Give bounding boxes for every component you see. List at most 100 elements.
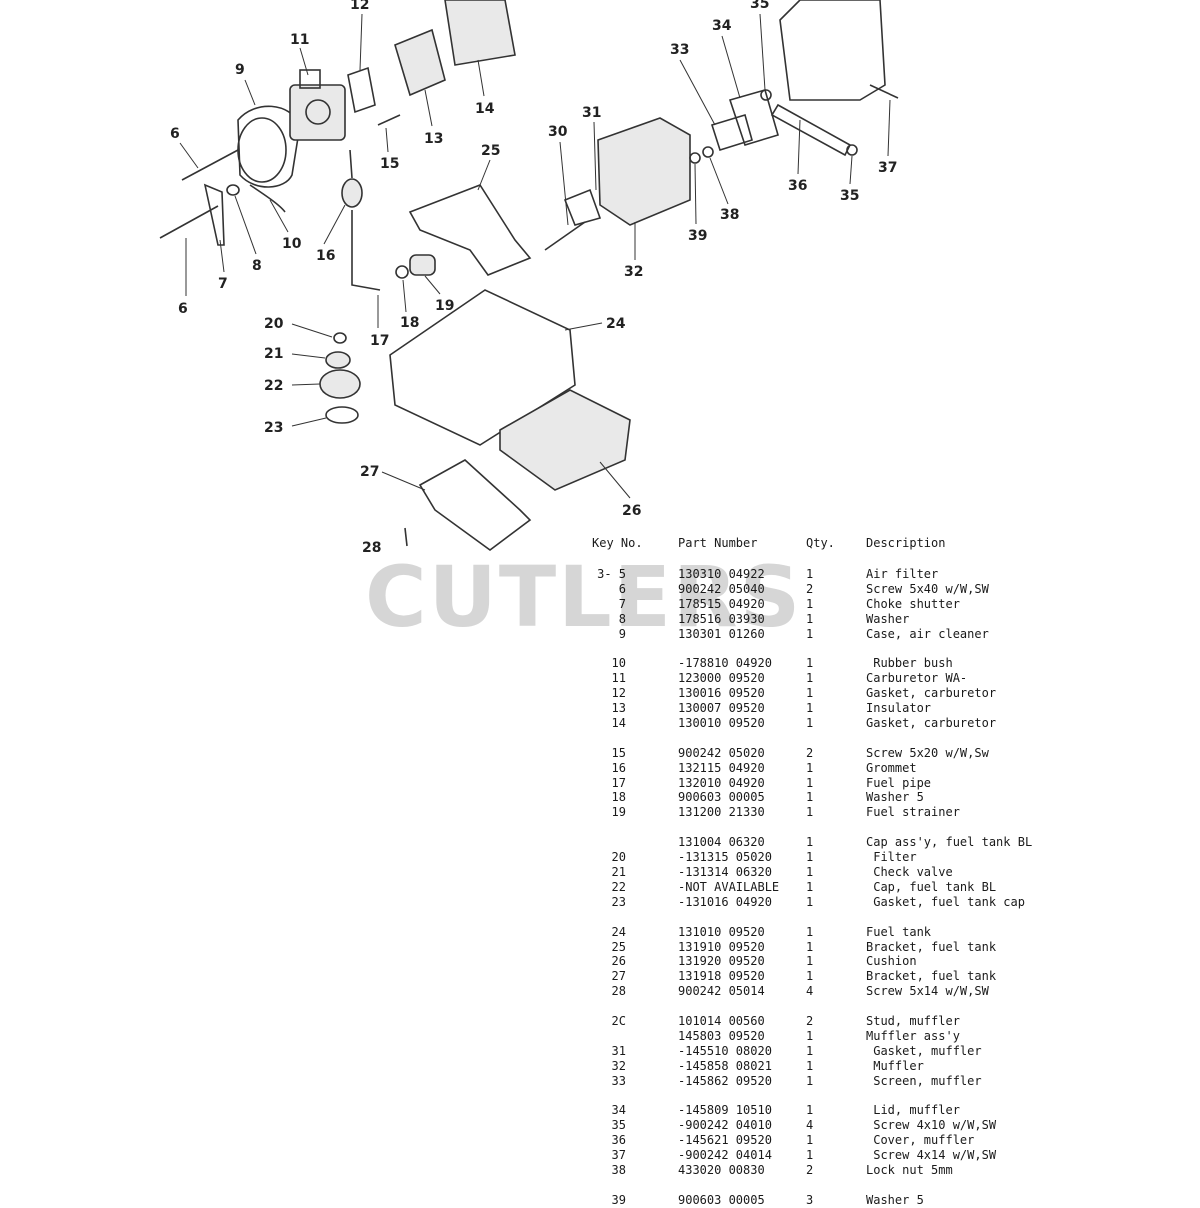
qty-cell: 4 — [806, 984, 814, 999]
key-no-cell — [592, 1029, 678, 1044]
description-cell: Grommet — [866, 760, 917, 775]
key-no-cell: 32 — [611, 1058, 626, 1073]
leader-6-upper — [179, 142, 199, 169]
description-cell: Lock nut 5mm — [866, 1163, 953, 1178]
callout-35-lower: 35 — [840, 188, 859, 204]
description-cell: Insulator — [866, 701, 932, 716]
muffler-drawing — [597, 117, 691, 226]
key-no-cell: 14 — [611, 715, 626, 730]
part-number-cell: 178515 04920 — [678, 596, 765, 611]
key-no-cell: 2C — [611, 1014, 626, 1029]
callout-23: 23 — [264, 420, 283, 436]
qty-cell: 2 — [806, 581, 814, 596]
header-qty: Qty. — [806, 536, 835, 550]
lock-nut-drawing — [702, 146, 714, 158]
qty-cell: 2 — [806, 1014, 814, 1029]
qty-cell: 1 — [806, 805, 814, 820]
callout-22: 22 — [264, 378, 283, 394]
part-number-cell: 131004 06320 — [678, 835, 765, 850]
callout-11: 11 — [290, 32, 309, 48]
qty-cell: 1 — [806, 596, 814, 611]
leader-34 — [721, 35, 741, 99]
description-cell: Gasket, fuel tank cap — [866, 894, 1025, 909]
washer-5-drawing — [395, 265, 409, 279]
callout-38: 38 — [720, 207, 739, 223]
leader-22 — [291, 383, 321, 386]
lid-muffler-drawing — [728, 89, 779, 146]
leader-25 — [477, 159, 491, 191]
header-part-number: Part Number — [678, 536, 758, 550]
leader-36 — [797, 119, 801, 175]
grommet-drawing — [341, 178, 363, 208]
part-number-cell: -131016 04920 — [678, 894, 772, 909]
qty-cell: 1 — [806, 1028, 814, 1043]
part-number-cell: -NOT AVAILABLE — [678, 879, 780, 894]
part-number-cell: -900242 04010 — [678, 1118, 772, 1133]
leader-23 — [291, 417, 327, 427]
leader-10 — [269, 199, 289, 233]
callout-31: 31 — [582, 105, 601, 121]
parts-list-table: Key No. Part Number Qty. Description 3- … — [592, 536, 1072, 1208]
description-cell: Muffler ass'y — [866, 1028, 960, 1043]
description-cell: Stud, muffler — [866, 1014, 960, 1029]
description-cell: Washer 5 — [866, 790, 924, 805]
callout-37: 37 — [878, 160, 897, 176]
callout-8: 8 — [252, 258, 262, 274]
leader-31 — [593, 121, 597, 191]
qty-cell: 1 — [806, 1133, 814, 1148]
qty-cell: 1 — [806, 924, 814, 939]
qty-cell: 1 — [806, 671, 814, 686]
key-no-cell: 13 — [611, 701, 626, 716]
filter-drawing — [333, 332, 347, 344]
gasket-muffler-drawing — [563, 188, 602, 226]
screw-37-drawing — [869, 84, 899, 99]
key-no-cell: 23 — [611, 894, 626, 909]
qty-cell: 1 — [806, 850, 814, 865]
part-number-cell: 132010 04920 — [678, 775, 765, 790]
description-cell: Screw 4x14 w/W,SW — [866, 1148, 997, 1163]
washer-drawing — [226, 184, 240, 196]
leader-18 — [402, 279, 407, 313]
qty-cell: 1 — [806, 626, 814, 641]
callout-14: 14 — [475, 101, 495, 117]
fuel-strainer-drawing — [409, 254, 436, 276]
description-cell: Carburetor WA- — [866, 671, 968, 686]
leader-38 — [709, 157, 729, 205]
key-no-cell: 37 — [611, 1148, 626, 1163]
callout-18: 18 — [400, 315, 419, 331]
qty-cell: 1 — [806, 566, 814, 581]
key-no-cell: 15 — [611, 745, 626, 760]
key-no-cell: 22 — [611, 879, 626, 894]
part-number-cell: -131314 06320 — [678, 864, 772, 879]
table-row: 145803 09520 1 Muffler ass'y — [592, 1029, 1072, 1044]
qty-cell: 3 — [806, 1192, 814, 1207]
qty-cell: 1 — [806, 954, 814, 969]
screw-35-lower-drawing — [846, 144, 858, 156]
leader-24 — [564, 322, 603, 331]
part-number-cell: 132115 04920 — [678, 760, 765, 775]
key-no-cell: 33 — [611, 1073, 626, 1088]
key-no-cell: 17 — [611, 775, 626, 790]
description-cell: Bracket, fuel tank — [866, 969, 997, 984]
qty-cell: 1 — [806, 775, 814, 790]
qty-cell: 1 — [806, 790, 814, 805]
description-cell: Screw 4x10 w/W,SW — [866, 1118, 997, 1133]
part-number-cell: 900242 05020 — [678, 745, 765, 760]
key-no-cell: 39 — [611, 1192, 626, 1207]
part-number-cell: 145803 09520 — [678, 1028, 765, 1043]
callout-39: 39 — [688, 228, 707, 244]
callout-15: 15 — [380, 156, 399, 172]
group-spacer — [592, 641, 1072, 656]
key-no-cell: 31 — [611, 1043, 626, 1058]
callout-10: 10 — [282, 236, 302, 252]
